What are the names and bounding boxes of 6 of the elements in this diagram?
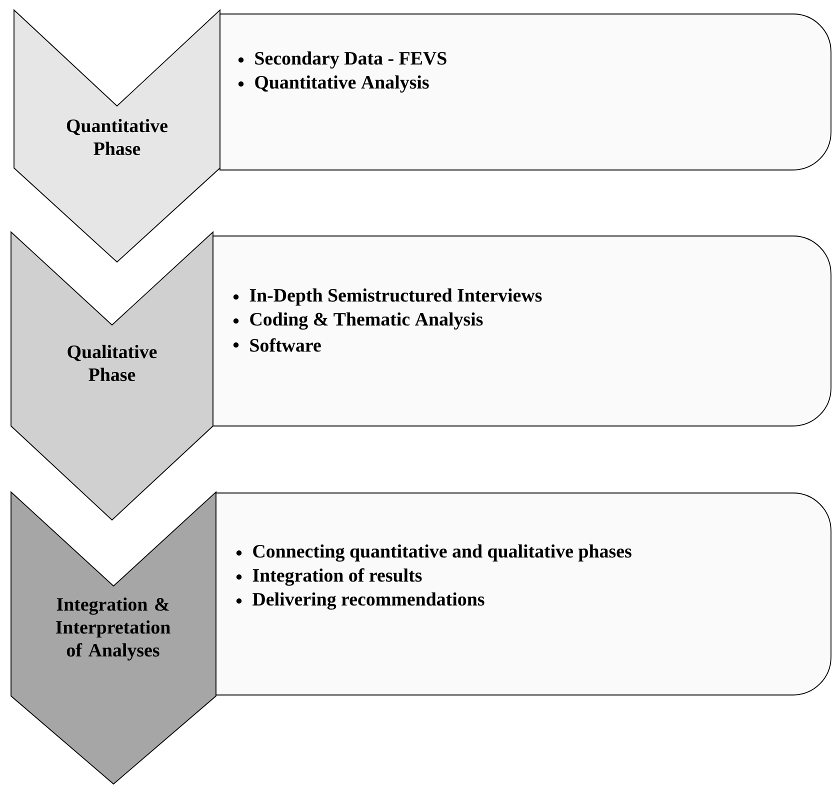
details-box: In-Depth Semistructured Interviews Coding & Thematic Analysis Software bbox=[212, 236, 832, 426]
details-box: Connecting quantitative and qualitative phases Integration of results Delivering recommendations bbox=[216, 492, 832, 696]
phase-box: Qualitative Phase bbox=[10, 230, 214, 521]
phase-box: Integration & Interpretation of Analyses bbox=[10, 490, 216, 785]
phase-box: Quantitative Phase bbox=[14, 8, 220, 263]
details-box: Secondary Data - FEVS Quantitative Analysis bbox=[220, 14, 832, 170]
